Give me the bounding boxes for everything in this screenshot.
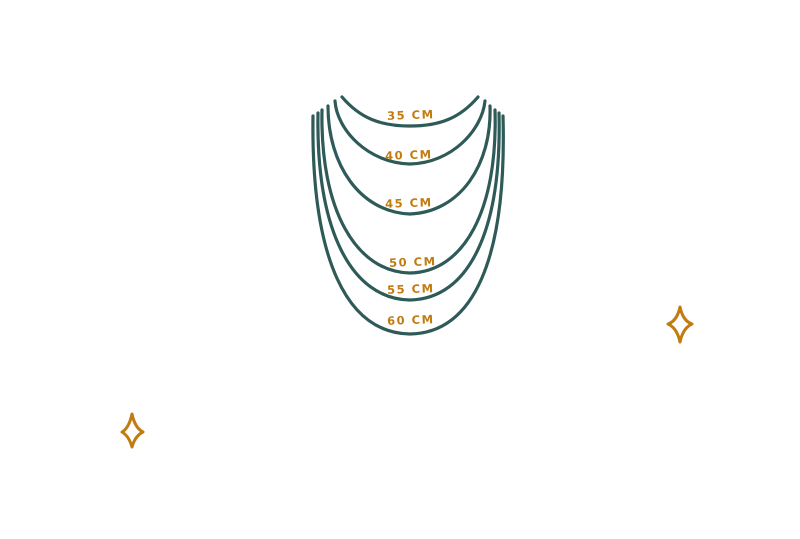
chain-50cm (320, 108, 497, 275)
chain-55cm (316, 111, 501, 302)
chain-35cm (340, 95, 480, 128)
sparkle-icon (666, 305, 694, 344)
chain-40cm (333, 99, 487, 166)
length-label: 60 CM (387, 312, 435, 328)
sparkle-icon (120, 412, 145, 449)
length-label: 50 CM (389, 254, 437, 270)
length-label: 45 CM (385, 195, 433, 211)
length-label: 55 CM (387, 281, 435, 297)
chain-45cm (326, 104, 492, 216)
length-label: 40 CM (385, 147, 433, 163)
chains (311, 95, 505, 336)
length-labels: 35 CM 40 CM 45 CM 50 CM 55 CM 60 CM (385, 107, 437, 328)
chain-60cm (311, 114, 505, 336)
length-label: 35 CM (387, 107, 435, 123)
